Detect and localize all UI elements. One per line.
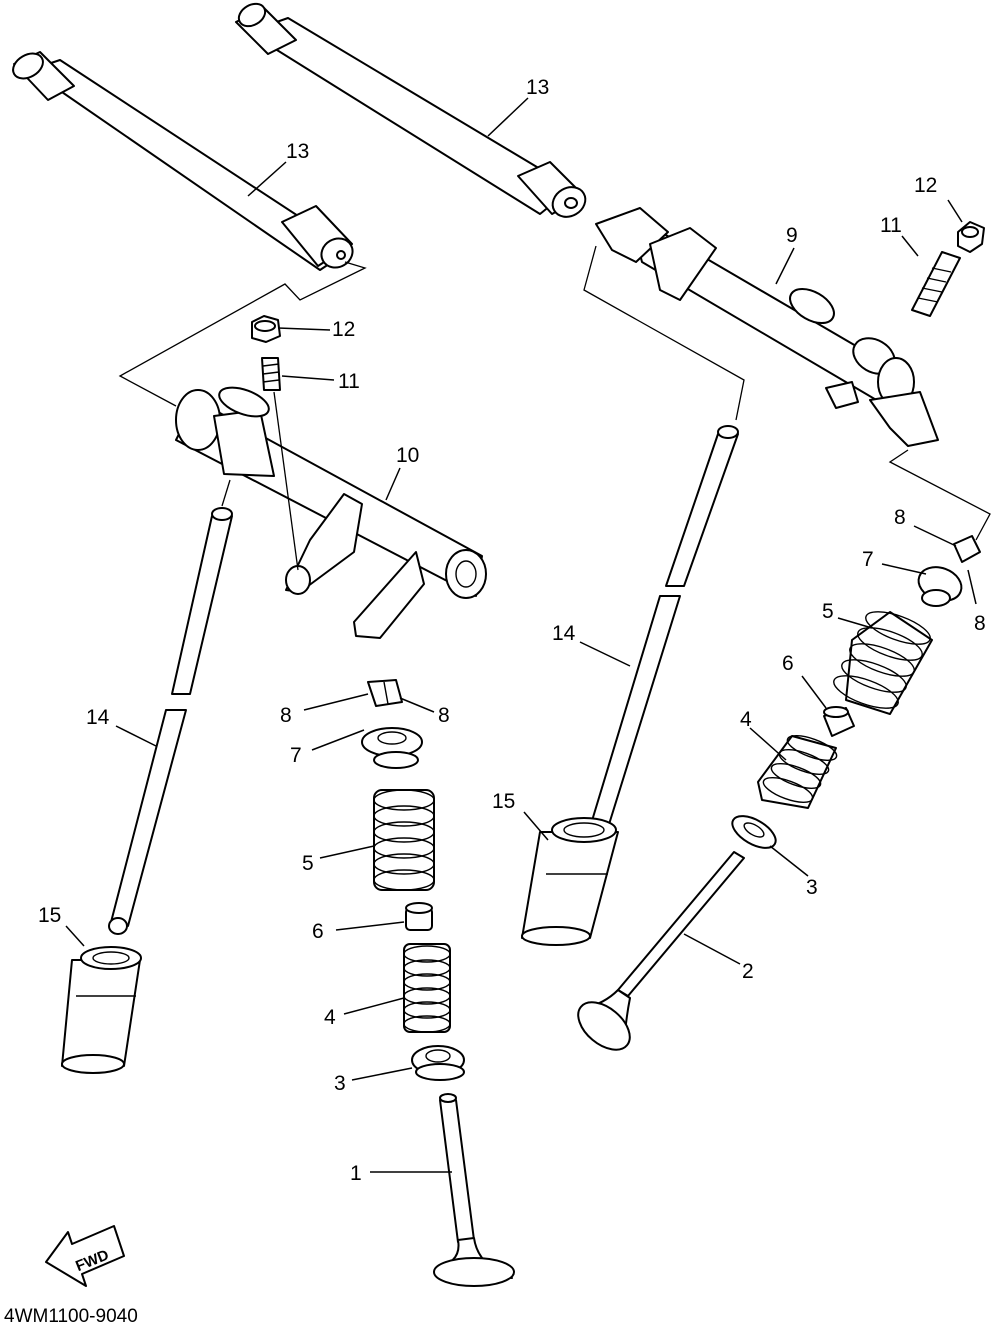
valve-lifter-left [61, 946, 142, 1074]
callout-3-right-spring-seat[interactable]: 3 [806, 876, 818, 899]
callout-12-right-locknut[interactable]: 12 [914, 174, 937, 197]
valve-cotter-right [953, 535, 981, 563]
locknut-right [957, 221, 985, 253]
callout-3-center-spring-seat[interactable]: 3 [334, 1072, 346, 1095]
valve-cotter-center [367, 679, 403, 707]
callout-14-right-push-rod[interactable]: 14 [552, 622, 576, 645]
rocker-shaft-upper [235, 2, 587, 218]
adjuster-screw-left [261, 357, 299, 571]
callout-13-lower-shaft[interactable]: 13 [286, 140, 309, 163]
rocker-shaft-lower [12, 51, 354, 271]
callout-15-left-lifter[interactable]: 15 [38, 904, 61, 927]
inner-spring-right [757, 735, 838, 809]
spring-retainer-right [917, 566, 963, 607]
locknut-left [251, 315, 281, 343]
callout-7-right-retainer[interactable]: 7 [862, 548, 874, 571]
callouts: 13 13 12 11 10 9 12 11 8 7 8 5 6 4 3 2 1… [38, 76, 986, 1185]
callout-12-left-locknut[interactable]: 12 [332, 318, 355, 341]
spring-seat-right [731, 815, 777, 849]
assembly-line [583, 245, 745, 421]
callout-9-rocker-arm[interactable]: 9 [786, 224, 798, 247]
callout-8-center-cotter-b[interactable]: 8 [438, 704, 450, 727]
inner-spring-center [403, 943, 451, 1033]
callout-8-right-cotter-b[interactable]: 8 [974, 612, 986, 635]
exhaust-valve [577, 851, 745, 1051]
callout-15-right-lifter[interactable]: 15 [492, 790, 515, 813]
callout-5-center-outer-spring[interactable]: 5 [302, 852, 314, 875]
leader-lines [65, 97, 977, 1173]
callout-1-intake-valve[interactable]: 1 [350, 1162, 362, 1185]
callout-11-left-screw[interactable]: 11 [338, 370, 360, 393]
push-rod-right [587, 425, 739, 844]
callout-10-rocker-arm[interactable]: 10 [396, 444, 419, 467]
callout-8-right-cotter-a[interactable]: 8 [894, 506, 906, 529]
callout-5-right-outer-spring[interactable]: 5 [822, 600, 834, 623]
outer-spring-right [833, 611, 933, 715]
valve-stem-seal-center [405, 902, 433, 931]
callout-4-center-inner-spring[interactable]: 4 [324, 1006, 336, 1029]
drawing-code: 4WM1100-9040 [4, 1306, 138, 1327]
rocker-arm-9 [595, 207, 939, 447]
rocker-arm-10 [175, 386, 487, 639]
assembly-line [888, 449, 991, 541]
callout-6-center-stem-seal[interactable]: 6 [312, 920, 324, 943]
callout-13-upper-shaft[interactable]: 13 [526, 76, 549, 99]
adjuster-screw-right [911, 251, 961, 317]
callout-7-center-retainer[interactable]: 7 [290, 744, 302, 767]
callout-11-right-screw[interactable]: 11 [880, 214, 902, 237]
push-rod-left [108, 507, 233, 935]
callout-4-right-inner-spring[interactable]: 4 [740, 708, 752, 731]
valve-lifter-right [521, 817, 619, 946]
spring-retainer-center [361, 727, 423, 769]
outer-spring-center [373, 789, 435, 891]
valve-stem-seal-right [823, 706, 855, 737]
callout-8-center-cotter-a[interactable]: 8 [280, 704, 292, 727]
assembly-line [221, 479, 231, 507]
spring-seat-center [411, 1045, 465, 1081]
assembly-line [118, 261, 367, 407]
callout-6-right-stem-seal[interactable]: 6 [782, 652, 794, 675]
intake-valve [433, 1093, 515, 1287]
callout-14-left-push-rod[interactable]: 14 [86, 706, 110, 729]
callout-2-exhaust-valve[interactable]: 2 [742, 960, 754, 983]
forward-direction-arrow[interactable]: FWD [45, 1225, 125, 1287]
